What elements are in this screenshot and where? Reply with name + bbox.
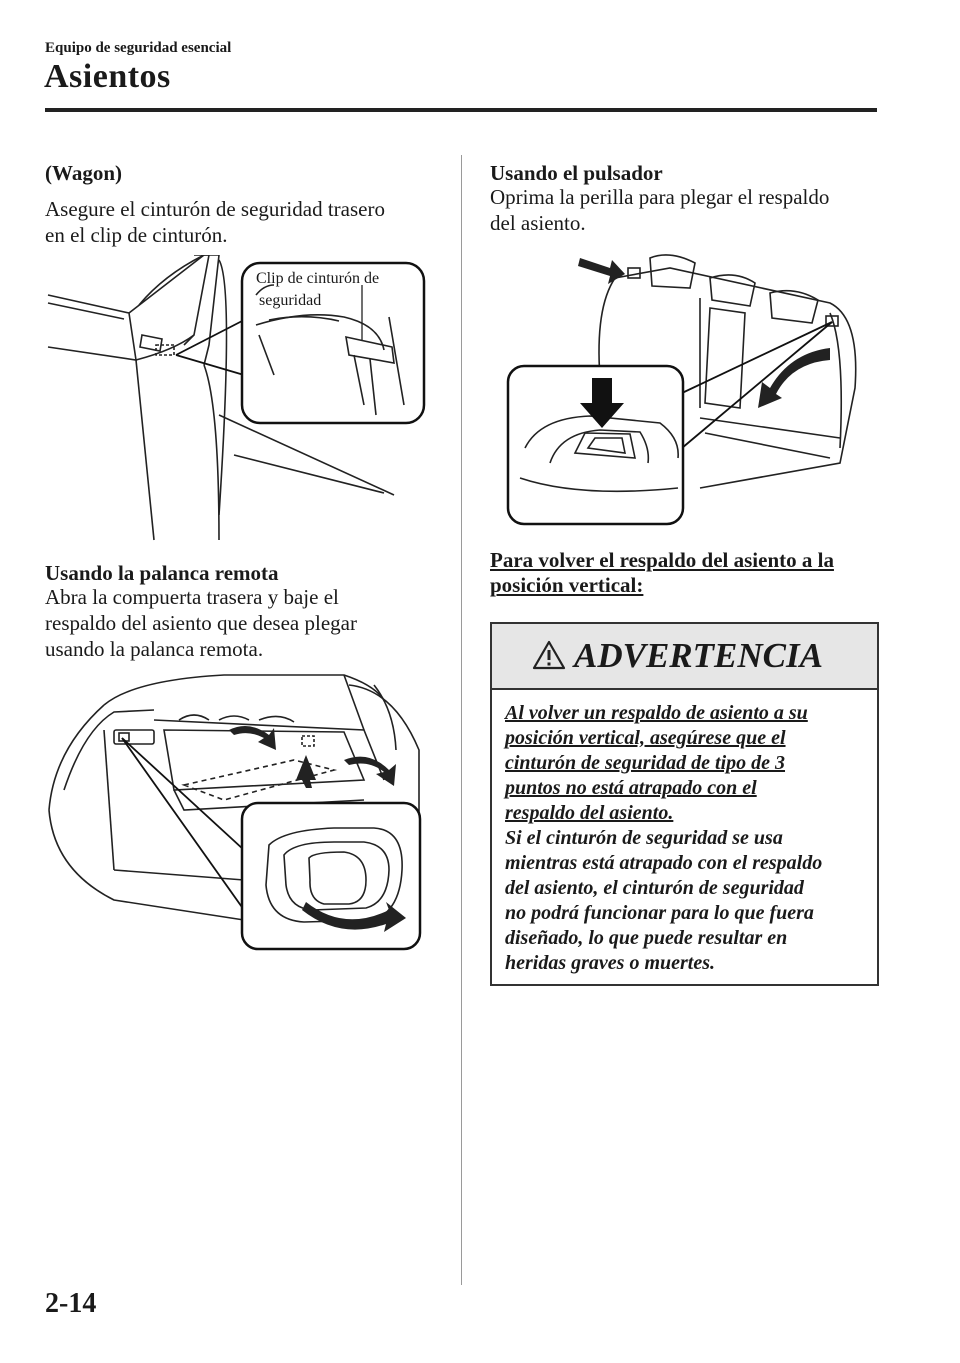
warning-line: diseñado, lo que puede resultar en [505, 927, 788, 949]
text-line: Para volver el respaldo del asiento a la [490, 548, 834, 572]
callout-label-line1: Clip de cinturón de [256, 270, 379, 287]
header-rule [45, 108, 877, 112]
warning-line: puntos no está atrapado con el [505, 777, 757, 799]
remote-lever-figure [48, 674, 422, 951]
text-line: usando la palanca remota. [45, 637, 264, 661]
section-label: Equipo de seguridad esencial [45, 40, 232, 56]
callout-label-line2: seguridad [259, 292, 321, 309]
remote-lever-paragraph: Abra la compuerta trasera y baje el resp… [45, 584, 357, 662]
warning-line: del asiento, el cinturón de seguridad [505, 877, 804, 899]
warning-line: mientras está atrapado con el respaldo [505, 852, 823, 874]
text-line: Oprima la perilla para plegar el respald… [490, 185, 830, 209]
text-line: Asegure el cinturón de seguridad trasero [45, 197, 385, 221]
warning-line: heridas graves o muertes. [505, 952, 715, 974]
warning-line: Al volver un respaldo de asiento a su [505, 702, 808, 724]
warning-box: ADVERTENCIA Al volver un respaldo de asi… [490, 622, 879, 986]
text-line: en el clip de cinturón. [45, 223, 228, 247]
push-knob-figure [506, 254, 857, 526]
return-upright-heading: Para volver el respaldo del asiento a la… [490, 548, 834, 598]
warning-header: ADVERTENCIA [492, 624, 877, 690]
warning-line: respaldo del asiento. [505, 802, 674, 824]
warning-line: no podrá funcionar para lo que fuera [505, 902, 814, 924]
remote-lever-heading: Usando la palanca remota [45, 561, 279, 585]
wagon-heading: (Wagon) [45, 161, 123, 185]
text-line: posición vertical: [490, 573, 644, 597]
wagon-paragraph: Asegure el cinturón de seguridad trasero… [45, 196, 385, 248]
text-line: respaldo del asiento que desea plegar [45, 611, 357, 635]
page-number: 2-14 [45, 1288, 97, 1319]
warning-line: posición vertical, asegúrese que el [505, 727, 786, 749]
text-line: del asiento. [490, 211, 586, 235]
warning-body: Al volver un respaldo de asiento a su po… [492, 690, 877, 976]
text-line: Abra la compuerta trasera y baje el [45, 585, 339, 609]
warning-line: Si el cinturón de seguridad se usa [505, 827, 783, 849]
push-button-paragraph: Oprima la perilla para plegar el respald… [490, 184, 829, 236]
page-title: Asientos [44, 58, 171, 95]
warning-triangle-icon [532, 640, 566, 670]
warning-line: cinturón de seguridad de tipo de 3 [505, 752, 786, 774]
column-divider [461, 155, 462, 1285]
warning-title: ADVERTENCIA [574, 636, 823, 675]
push-button-heading: Usando el pulsador [490, 161, 663, 185]
belt-clip-figure: Clip de cinturón de seguridad [47, 255, 426, 541]
